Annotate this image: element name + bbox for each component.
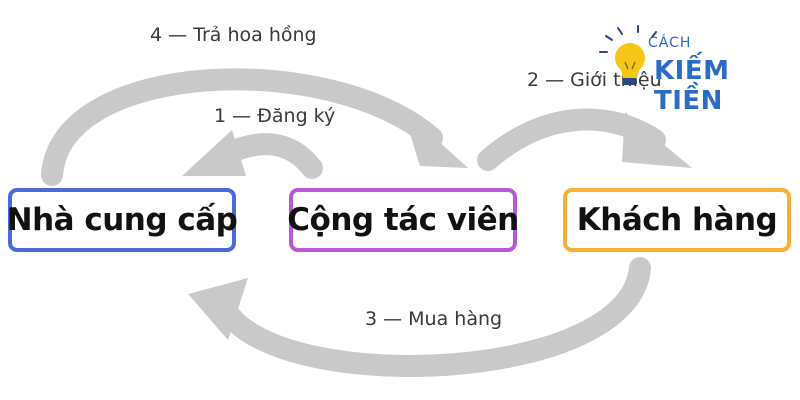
node-supplier-label: Nhà cung cấp xyxy=(6,202,238,238)
node-supplier: Nhà cung cấp xyxy=(6,188,238,252)
arrow-purchase xyxy=(221,257,651,377)
arrow-introduce-head xyxy=(622,112,692,168)
arrow-register-head xyxy=(182,130,246,176)
arrow-commission xyxy=(41,68,443,186)
node-affiliate-label: Cộng tác viên xyxy=(287,202,519,238)
step-commission-label: 4 — Trả hoa hồng xyxy=(150,24,317,46)
logo-line2: KIẾM TIỀN xyxy=(654,56,730,116)
arrow-purchase-head xyxy=(188,278,248,340)
node-affiliate: Cộng tác viên xyxy=(287,188,519,252)
node-customer-label: Khách hàng xyxy=(576,202,778,238)
step-purchase-label: 3 — Mua hàng xyxy=(365,308,503,330)
arrow-commission-head xyxy=(402,108,468,168)
node-customer: Khách hàng xyxy=(563,188,791,252)
lightbulb-icon xyxy=(599,25,657,85)
logo-line1: CÁCH xyxy=(648,35,692,51)
step-register-label: 1 — Đăng ký xyxy=(214,105,336,127)
